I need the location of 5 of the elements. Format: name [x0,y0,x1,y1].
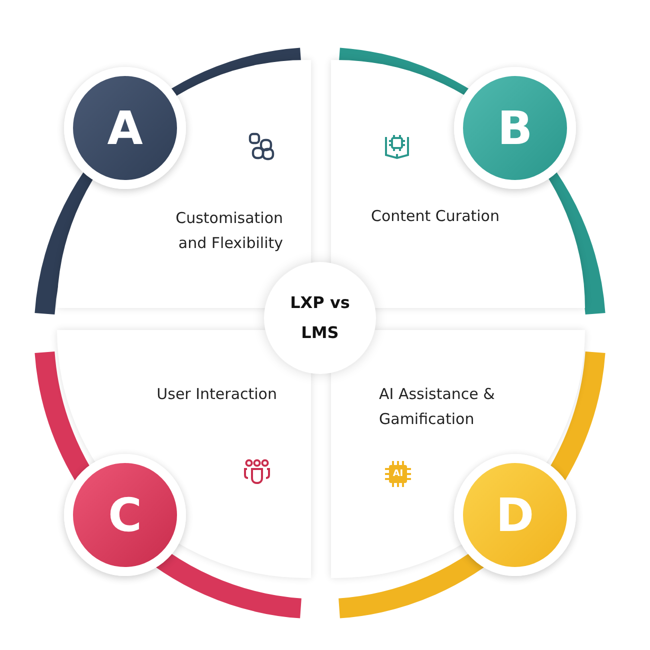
quadrant-title: Customisation and Flexibility [174,208,283,254]
quadrant-title: AI Assistance & Gamification [379,384,496,430]
quadrant-title: Content Curation [371,206,500,227]
quadrant-title: User Interaction [156,384,277,405]
icon-text: AI [392,468,404,481]
